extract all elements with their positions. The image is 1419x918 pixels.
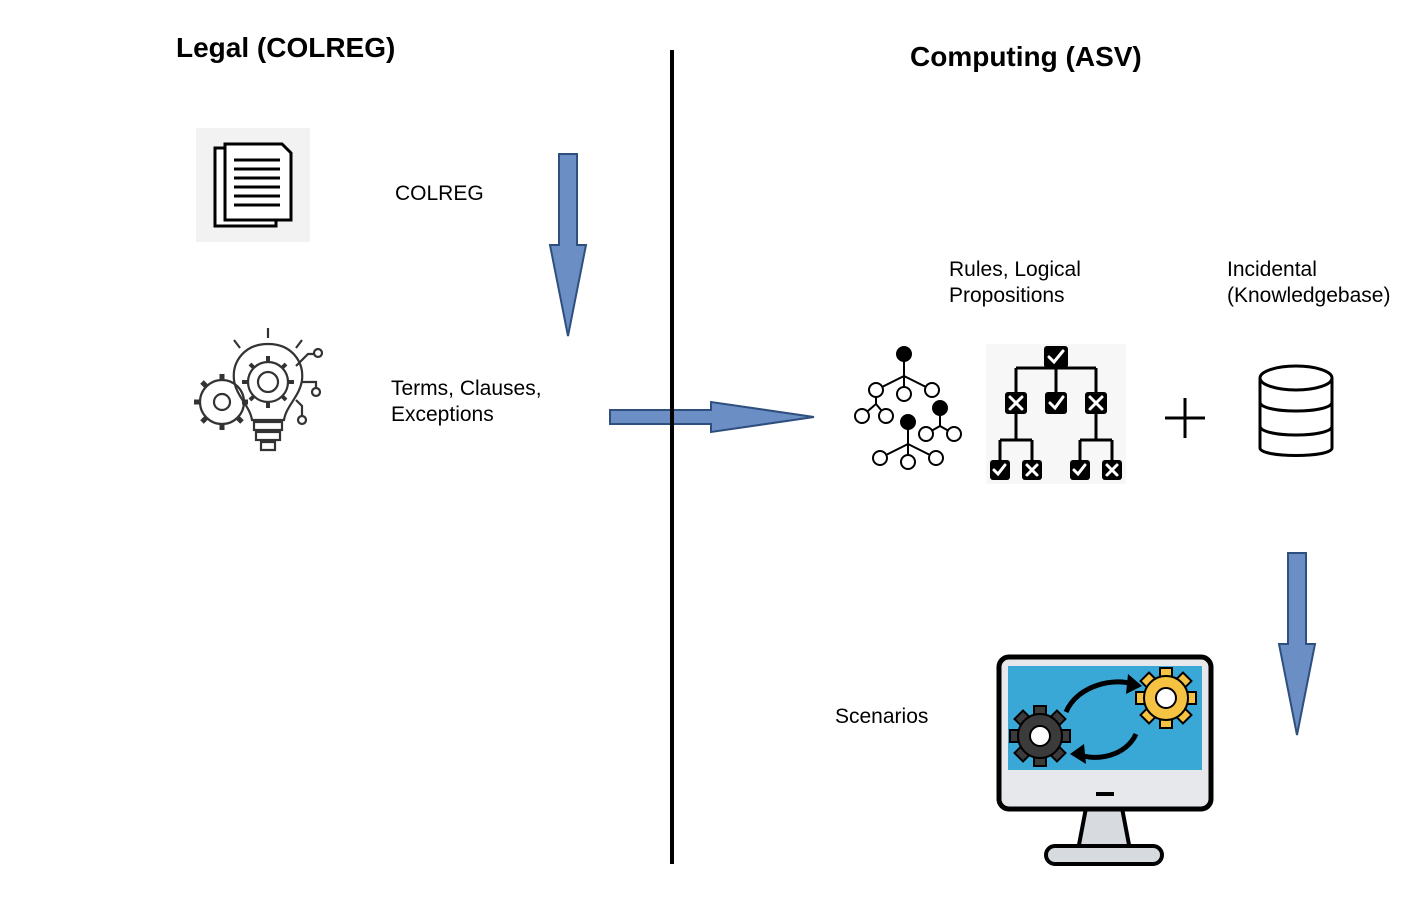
incidental-label-line2: (Knowledgebase) xyxy=(1227,284,1391,307)
monitor-gears-icon xyxy=(996,654,1214,866)
rules-label: Rules, Logical Propositions xyxy=(949,257,1081,309)
document-icon xyxy=(196,128,310,242)
divider-overlap xyxy=(670,397,674,437)
legal-heading: Legal (COLREG) xyxy=(176,32,396,63)
terms-label: Terms, Clauses, Exceptions xyxy=(391,376,542,428)
incidental-label-line1: Incidental xyxy=(1227,258,1317,281)
terms-label-line2: Exceptions xyxy=(391,403,494,426)
down-arrow-right xyxy=(1277,552,1317,736)
incidental-label: Incidental (Knowledgebase) xyxy=(1227,257,1390,309)
plus-icon xyxy=(1165,398,1205,438)
rules-label-line2: Propositions xyxy=(949,284,1065,307)
terms-label-line1: Terms, Clauses, xyxy=(391,377,542,400)
decision-tree-icon xyxy=(986,344,1126,484)
down-arrow-left xyxy=(548,153,588,337)
tree-network-icon xyxy=(854,346,962,470)
lightbulb-gears-icon xyxy=(194,328,324,452)
computing-heading: Computing (ASV) xyxy=(910,41,1142,72)
colreg-label: COLREG xyxy=(395,182,484,205)
right-arrow xyxy=(609,400,815,434)
scenarios-label: Scenarios xyxy=(835,705,929,728)
database-icon xyxy=(1258,364,1334,457)
rules-label-line1: Rules, Logical xyxy=(949,258,1081,281)
